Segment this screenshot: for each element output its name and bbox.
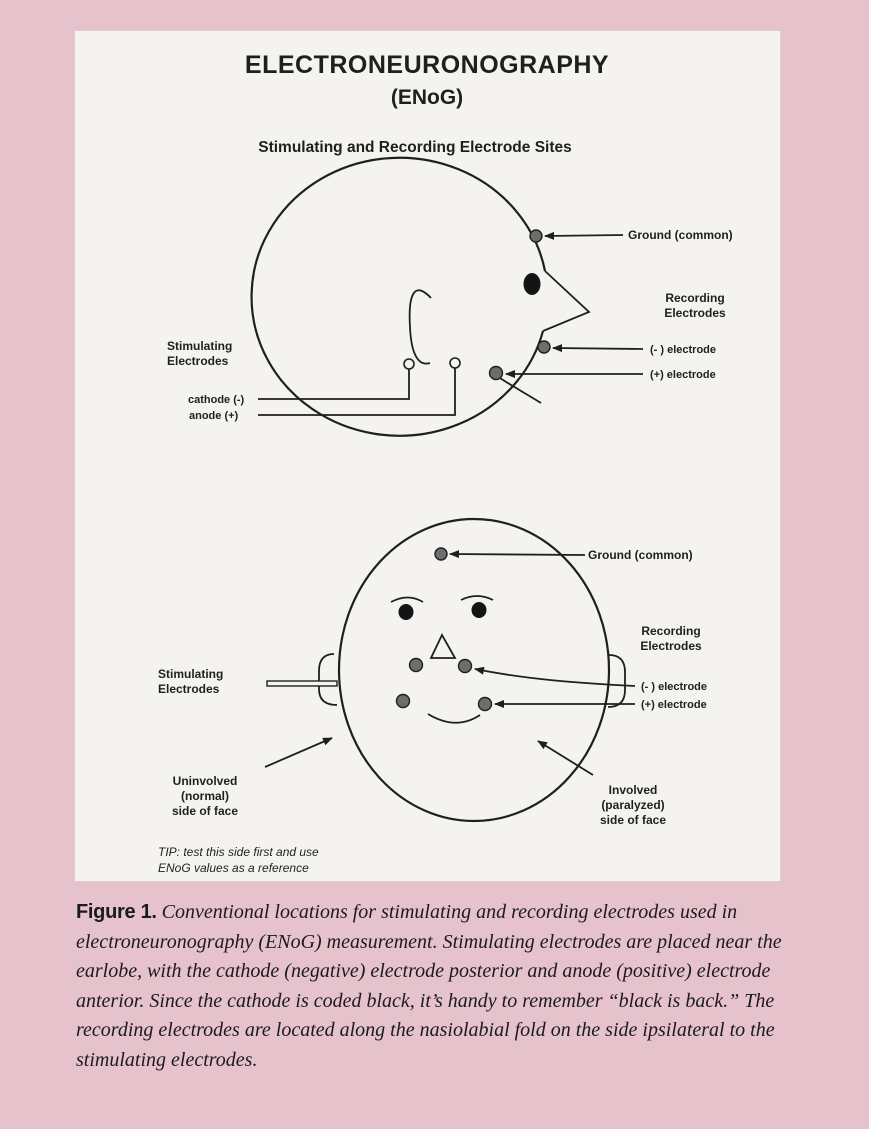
front-ground-label: Ground (common) — [588, 548, 693, 562]
electrode-diagram: ELECTRONEURONOGRAPHY (ENoG) Stimulating … — [158, 51, 733, 875]
front-recording-label-1: Recording — [641, 624, 700, 638]
involved-label-3: side of face — [600, 813, 666, 827]
front-mouth-line — [427, 713, 481, 724]
side-recording-label-2: Electrodes — [664, 306, 726, 320]
front-pos-label: (+) electrode — [641, 699, 707, 711]
front-neg-arrow — [474, 666, 636, 687]
side-ground-electrode — [529, 229, 543, 243]
involved-label-2: (paralyzed) — [601, 798, 664, 812]
front-stim-anode-electrode — [395, 693, 411, 709]
side-stim-label-1: Stimulating — [167, 339, 232, 353]
side-nose-icon — [542, 270, 591, 332]
front-pos-electrode — [477, 696, 493, 712]
side-anode-electrode — [449, 357, 461, 369]
side-head-outline — [250, 156, 547, 437]
side-ear-icon — [408, 289, 432, 365]
front-stim-cathode-electrode — [408, 657, 424, 673]
side-eye-icon — [523, 273, 541, 295]
front-stim-bar — [266, 680, 338, 687]
side-cathode-lead — [258, 369, 410, 400]
front-right-eye-icon — [471, 602, 487, 618]
uninvolved-label-1: Uninvolved — [173, 774, 238, 788]
uninvolved-label-3: side of face — [172, 804, 238, 818]
uninvolved-arrow — [264, 737, 333, 768]
caption-text: Conventional locations for stimulating a… — [76, 901, 782, 1071]
side-neg-label: (- ) electrode — [650, 344, 716, 356]
front-stim-label-2: Electrodes — [158, 682, 220, 696]
side-anode-lead — [258, 368, 456, 416]
side-cathode-electrode — [403, 358, 415, 370]
figure-panel: ELECTRONEURONOGRAPHY (ENoG) Stimulating … — [74, 30, 781, 882]
caption-label: Figure 1. — [76, 901, 157, 923]
figure-caption: Figure 1. Conventional locations for sti… — [76, 898, 788, 1075]
side-ground-label: Ground (common) — [628, 228, 733, 242]
front-recording-label-2: Electrodes — [640, 639, 702, 653]
involved-arrow — [537, 740, 594, 776]
tip-line-2: ENoG values as a reference — [158, 861, 309, 875]
side-ground-arrow — [544, 231, 624, 240]
diagram-title: ELECTRONEURONOGRAPHY — [245, 51, 609, 79]
side-stim-label-2: Electrodes — [167, 354, 229, 368]
uninvolved-label-2: (normal) — [181, 789, 229, 803]
side-anode-label: anode (+) — [189, 410, 239, 422]
front-view-head — [318, 517, 626, 823]
side-view-head — [250, 156, 591, 437]
front-left-eye-icon — [398, 604, 414, 620]
front-neg-electrode — [457, 658, 473, 674]
front-neg-label: (- ) electrode — [641, 681, 707, 693]
tip-line-1: TIP: test this side first and use — [158, 845, 319, 859]
front-ground-arrow — [449, 550, 586, 559]
diagram-subtitle: Stimulating and Recording Electrode Site… — [258, 139, 572, 156]
side-neg-electrode — [537, 340, 551, 354]
front-right-eyebrow — [460, 595, 494, 601]
front-head-outline — [337, 517, 611, 823]
front-ground-electrode — [434, 547, 448, 561]
diagram-title-abbr: (ENoG) — [391, 86, 463, 109]
side-cathode-label: cathode (-) — [188, 394, 245, 406]
side-pos-label: (+) electrode — [650, 369, 716, 381]
front-left-eyebrow — [390, 596, 424, 603]
front-right-ear-icon — [607, 654, 626, 708]
front-left-ear-icon — [318, 653, 338, 706]
side-recording-label-1: Recording — [665, 291, 724, 305]
involved-label-1: Involved — [609, 783, 658, 797]
side-pos-electrode — [488, 365, 504, 381]
front-stim-label-1: Stimulating — [158, 667, 223, 681]
front-nose-icon — [429, 633, 457, 659]
side-neg-arrow — [552, 344, 644, 353]
